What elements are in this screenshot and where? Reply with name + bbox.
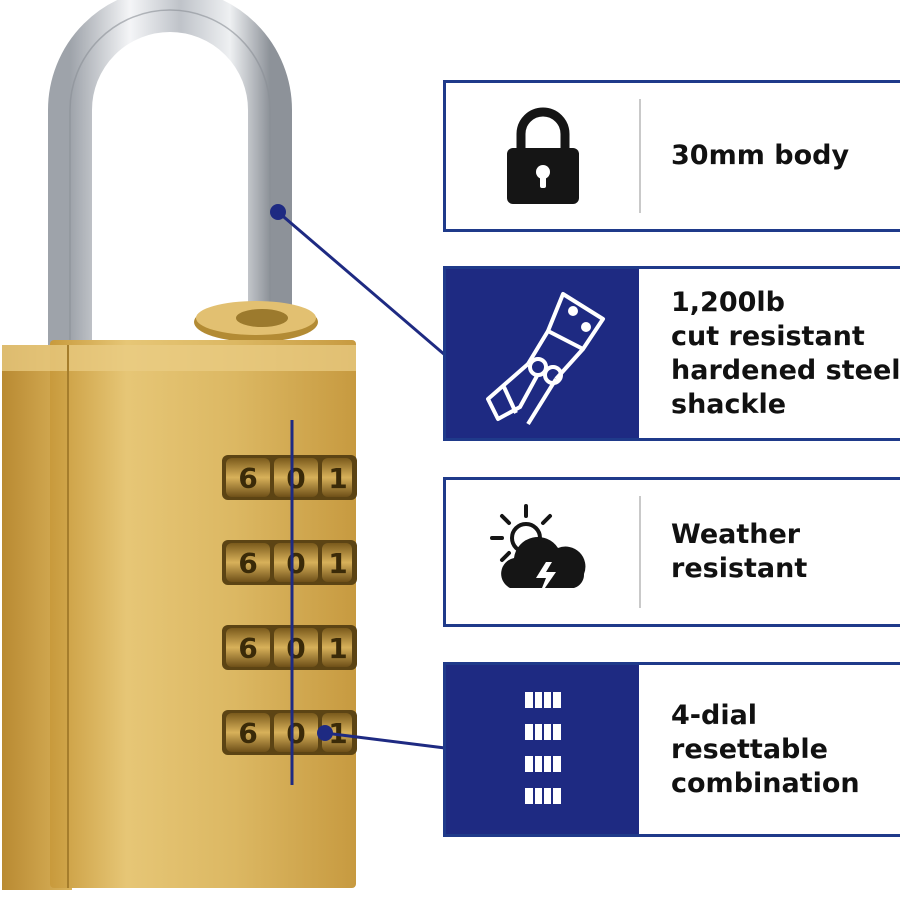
- feature-label: 30mm body: [671, 140, 850, 171]
- dial-digit: 0: [286, 547, 305, 580]
- card-divider: [639, 99, 641, 213]
- feature-icon-box: [446, 269, 639, 438]
- feature-label: Weather resistant: [671, 519, 808, 584]
- dial-digit: 0: [286, 717, 305, 750]
- feature-card-body-size: 30mm body: [443, 80, 900, 232]
- feature-icon-box: [446, 83, 639, 229]
- bolt-cutter-icon: [485, 291, 605, 425]
- dial-digit: 0: [286, 462, 305, 495]
- feature-card-cut-resistant: 1,200lb cut resistant hardened steel sha…: [443, 266, 900, 441]
- feature-card-dials: 4-dial resettable combination: [443, 662, 900, 837]
- padlock-body: 9 0 1 9 0 1 9 0 1 9 0 1: [2, 340, 357, 890]
- feature-card-weather: Weather resistant: [443, 477, 900, 627]
- feature-label: 1,200lb cut resistant hardened steel sha…: [671, 286, 900, 420]
- dial-digit: 9: [238, 546, 257, 579]
- dial-digit: 9: [238, 716, 257, 749]
- dial-digit: 1: [328, 547, 347, 580]
- dial-digit: 0: [286, 632, 305, 665]
- shackle: [48, 0, 292, 360]
- feature-label: 4-dial resettable combination: [671, 699, 860, 799]
- weather-icon: [489, 504, 585, 598]
- padlock-icon: [506, 107, 579, 204]
- feature-icon-box: [446, 480, 639, 624]
- feature-icon-box: [446, 665, 639, 834]
- callout-lines: [270, 204, 446, 750]
- card-divider: [639, 496, 641, 608]
- dial-stack-icon: [524, 691, 561, 804]
- dial-digit: 9: [238, 461, 257, 494]
- dial-digit: 1: [328, 632, 347, 665]
- dial-digit: 1: [328, 462, 347, 495]
- dial-digit: 9: [238, 631, 257, 664]
